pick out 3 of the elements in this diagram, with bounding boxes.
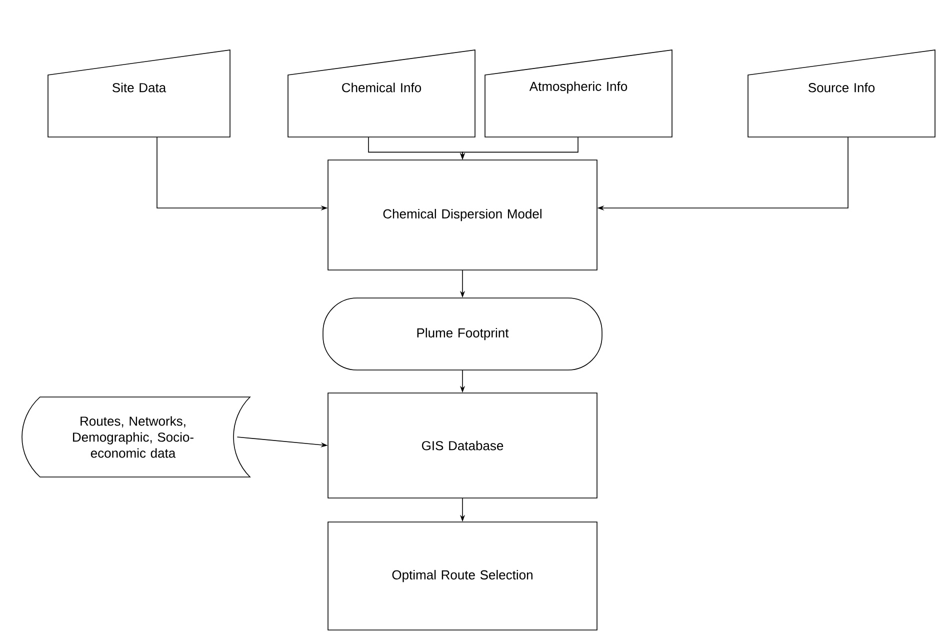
process-box: Chemical Dispersion Model — [328, 160, 598, 270]
process-box: Optimal Route Selection — [328, 522, 598, 630]
process-box: GIS Database — [328, 392, 598, 498]
